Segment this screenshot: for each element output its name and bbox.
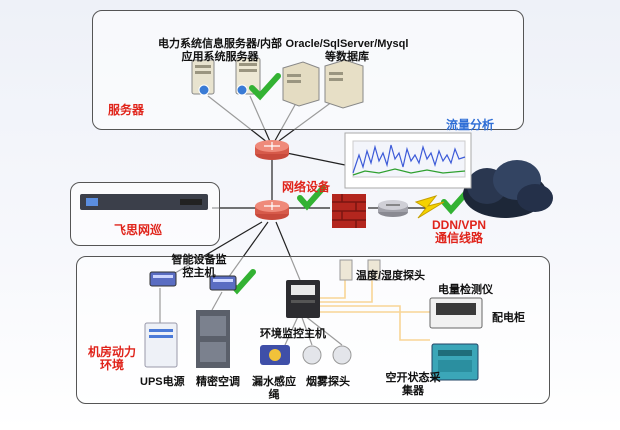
network-title: 网络设备: [282, 180, 331, 194]
leak-label: 漏水感应 绳: [252, 376, 296, 401]
air-conditioner-icon: [196, 310, 230, 368]
server-icon: [191, 59, 215, 96]
servers-title: 服务器: [108, 103, 145, 117]
ddn-label: DDN/VPN 通信线路: [431, 218, 486, 245]
server-icon: [324, 59, 364, 109]
sensor-icon: [260, 345, 290, 365]
sensor-icon: [302, 345, 322, 365]
lightning-icon: [414, 195, 445, 219]
info-servers-label: 电力系统信息服务器/内部 应用系统服务器: [158, 38, 283, 63]
feisi-title: 飞思网巡: [114, 223, 163, 237]
feisi-panel: [70, 182, 220, 246]
sensor-icon: [367, 259, 381, 281]
sensor-icon: [339, 259, 353, 281]
temp-probe-label: 温度/湿度探头: [356, 270, 426, 282]
meter-icon: [429, 297, 483, 329]
smart-host-label: 智能设备监 控主机: [171, 254, 227, 279]
controller-icon: [149, 271, 177, 287]
cloud-icon: [463, 160, 553, 218]
env-host-icon: [286, 280, 320, 318]
breaker-label: 空开状态采 集器: [385, 372, 441, 397]
meter-label: 电量检测仪: [438, 284, 493, 296]
env-host-label: 环境监控主机: [260, 328, 326, 340]
rack-device-icon: [80, 194, 208, 210]
traffic-chart-thumbnail: [344, 132, 472, 189]
server-icon: [235, 57, 261, 96]
sensor-icon: [332, 345, 352, 365]
controller-icon: [209, 275, 237, 291]
ups-label: UPS电源: [140, 376, 185, 388]
database-label: Oracle/SqlServer/Mysql 等数据库: [285, 38, 409, 63]
check-icon: [249, 73, 281, 101]
distribution-label: 配电柜: [492, 312, 525, 324]
router-icon: [255, 140, 289, 160]
check-icon: [441, 189, 470, 215]
router-icon: [255, 200, 289, 220]
router-icon: [378, 200, 408, 217]
firewall-icon: [332, 194, 366, 228]
ac-label: 精密空调: [196, 376, 240, 388]
power-env-title: 机房动力 环境: [87, 345, 136, 372]
server-icon: [282, 61, 320, 107]
ups-icon: [144, 322, 178, 368]
check-icon: [297, 185, 326, 211]
breaker-collector-icon: [431, 343, 479, 381]
traffic-title: 流量分析: [446, 118, 495, 132]
smoke-label: 烟雾探头: [306, 376, 350, 388]
